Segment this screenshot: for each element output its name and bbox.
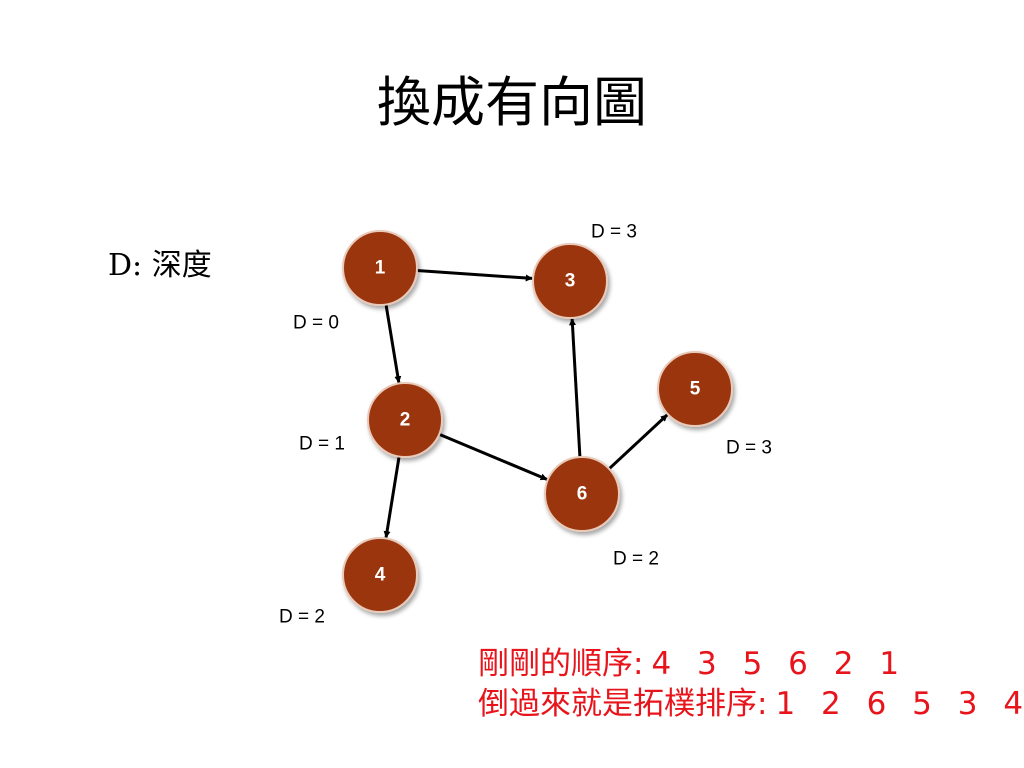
edges-layer [383, 269, 669, 539]
topological-order-sequence: 1 2 6 5 3 4 [775, 686, 1024, 722]
depth-label-node-5: D = 3 [726, 438, 772, 459]
node-3: 3 [532, 243, 608, 319]
topological-order: 倒過來就是拓樸排序:1 2 6 5 3 4 [478, 678, 1024, 723]
node-label-4: 4 [375, 565, 386, 586]
node-label-1: 1 [375, 258, 386, 279]
node-circle-1 [342, 230, 418, 306]
node-label-5: 5 [690, 379, 701, 400]
node-circle-6 [544, 456, 620, 532]
node-2: 2 [367, 382, 443, 458]
edge-6-to-3 [568, 318, 582, 458]
node-circle-2 [367, 382, 443, 458]
node-circle-4 [342, 537, 418, 613]
node-label-2: 2 [400, 410, 411, 431]
node-6: 6 [544, 456, 620, 532]
edge-1-to-2 [384, 304, 402, 384]
depth-label-node-1: D = 0 [293, 313, 339, 334]
slide-title: 換成有向圖 [377, 71, 647, 134]
node-circle-3 [532, 243, 608, 319]
edge-2-to-4 [383, 456, 401, 539]
nodes-layer: 1 2 3 4 5 6 [342, 230, 733, 613]
depth-legend: D: 深度 [108, 248, 212, 283]
depth-label-node-6: D = 2 [613, 549, 659, 570]
edge-2-to-6 [438, 432, 548, 481]
node-5: 5 [657, 351, 733, 427]
node-label-6: 6 [577, 484, 588, 505]
depth-label-node-3: D = 3 [591, 222, 637, 243]
previous-order-sequence: 4 3 5 6 2 1 [651, 646, 908, 682]
node-4: 4 [342, 537, 418, 613]
depth-labels-layer: D = 0 D = 1 D = 3 D = 2 D = 3 D = 2 [279, 222, 772, 628]
node-1: 1 [342, 230, 418, 306]
edge-1-to-3 [416, 269, 533, 282]
node-label-3: 3 [565, 271, 576, 292]
previous-order: 剛剛的順序:4 3 5 6 2 1 [478, 638, 907, 683]
node-circle-5 [657, 351, 733, 427]
previous-order-label: 剛剛的順序: [478, 646, 644, 682]
edge-6-to-5 [608, 413, 669, 470]
depth-label-node-2: D = 1 [299, 434, 345, 455]
topological-order-label: 倒過來就是拓樸排序: [478, 686, 768, 722]
depth-label-node-4: D = 2 [279, 607, 325, 628]
